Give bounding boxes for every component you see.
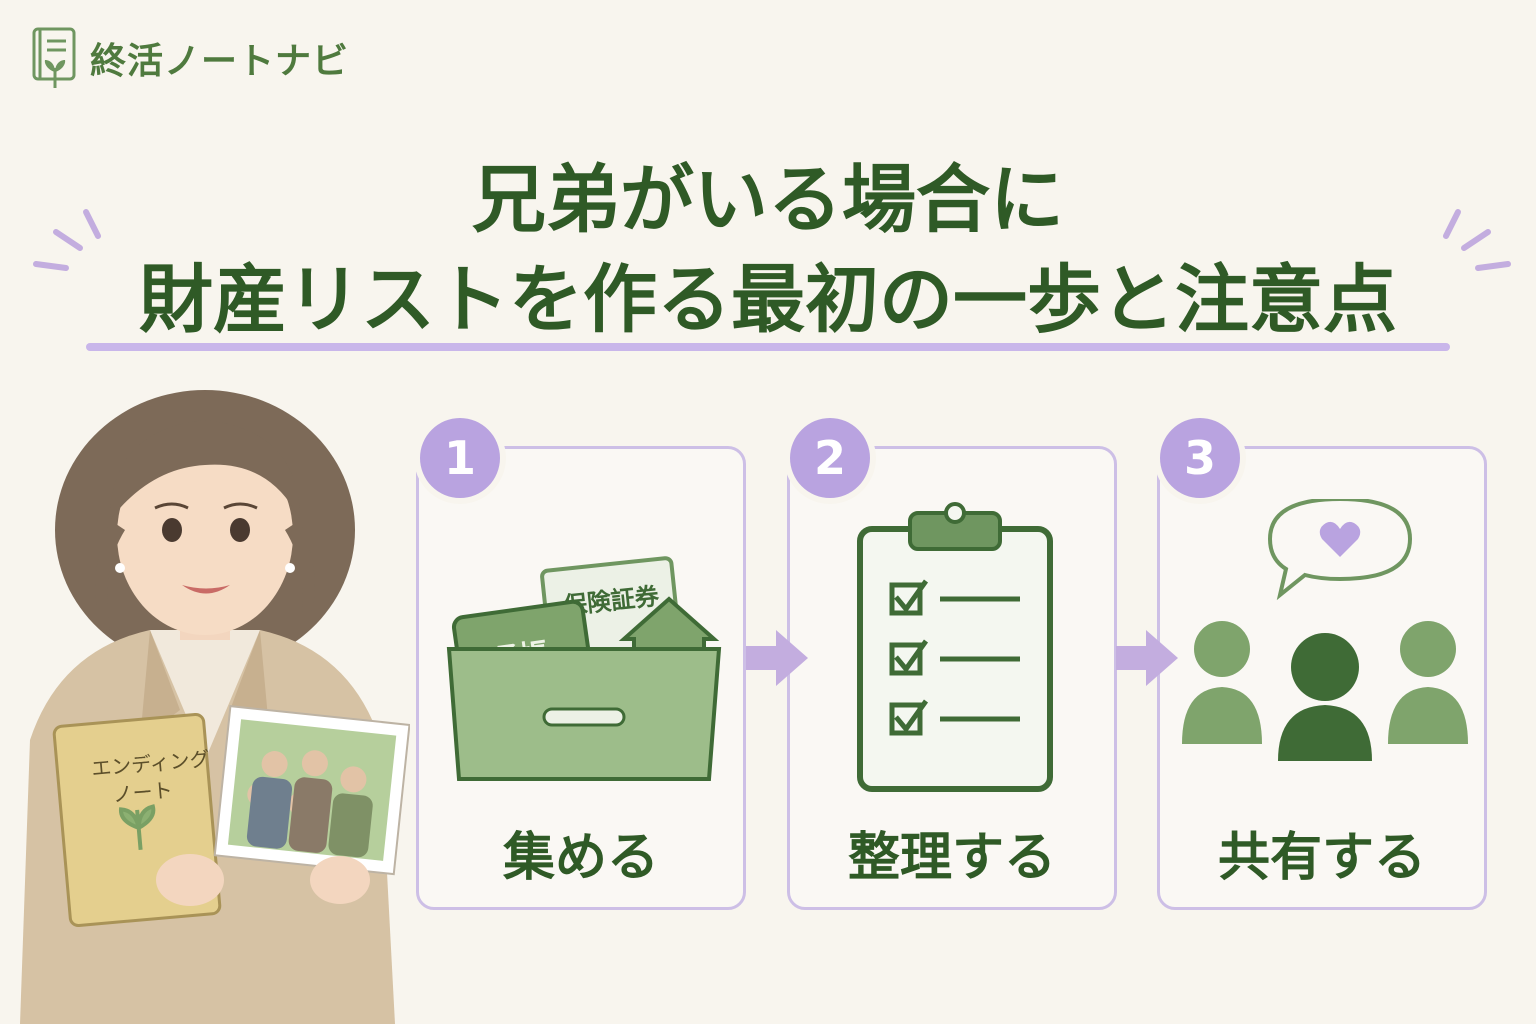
page-title-line2: 財産リストを作る最初の一歩と注意点 xyxy=(139,257,1397,343)
step-number-badge-3: 3 xyxy=(1160,418,1240,498)
title-underline xyxy=(86,343,1450,351)
step-label-share: 共有する xyxy=(1217,828,1426,888)
arrow-right-icon xyxy=(746,630,808,686)
clipboard-checklist-icon xyxy=(857,502,1053,792)
notebook-title-line2: ノート xyxy=(112,778,174,807)
sparkle-left-icon xyxy=(33,209,101,271)
step-label-organize: 整理する xyxy=(847,828,1056,888)
step-label-collect: 集める xyxy=(502,828,659,888)
page-title-line1: 兄弟がいる場合に xyxy=(472,157,1064,243)
step-number-badge-1: 1 xyxy=(420,418,500,498)
sparkle-right-icon xyxy=(1443,209,1511,271)
step-card-collect: 保険証券 通帳 ¥ 集める xyxy=(416,446,746,910)
people-share-heart-icon xyxy=(1182,499,1468,761)
step-card-share: 共有する xyxy=(1157,446,1487,910)
step-number-badge-2: 2 xyxy=(790,418,870,498)
arrow-right-icon xyxy=(1116,630,1178,686)
notebook-sprout-icon xyxy=(32,27,76,88)
box-documents-icon: 保険証券 通帳 ¥ xyxy=(446,556,722,781)
logo-text: 終活ノートナビ xyxy=(90,41,350,82)
step-card-organize: 整理する xyxy=(787,446,1117,910)
woman-with-notebook-illustration: エンディング ノート xyxy=(20,390,410,1024)
site-logo[interactable]: 終活ノートナビ xyxy=(30,26,349,90)
